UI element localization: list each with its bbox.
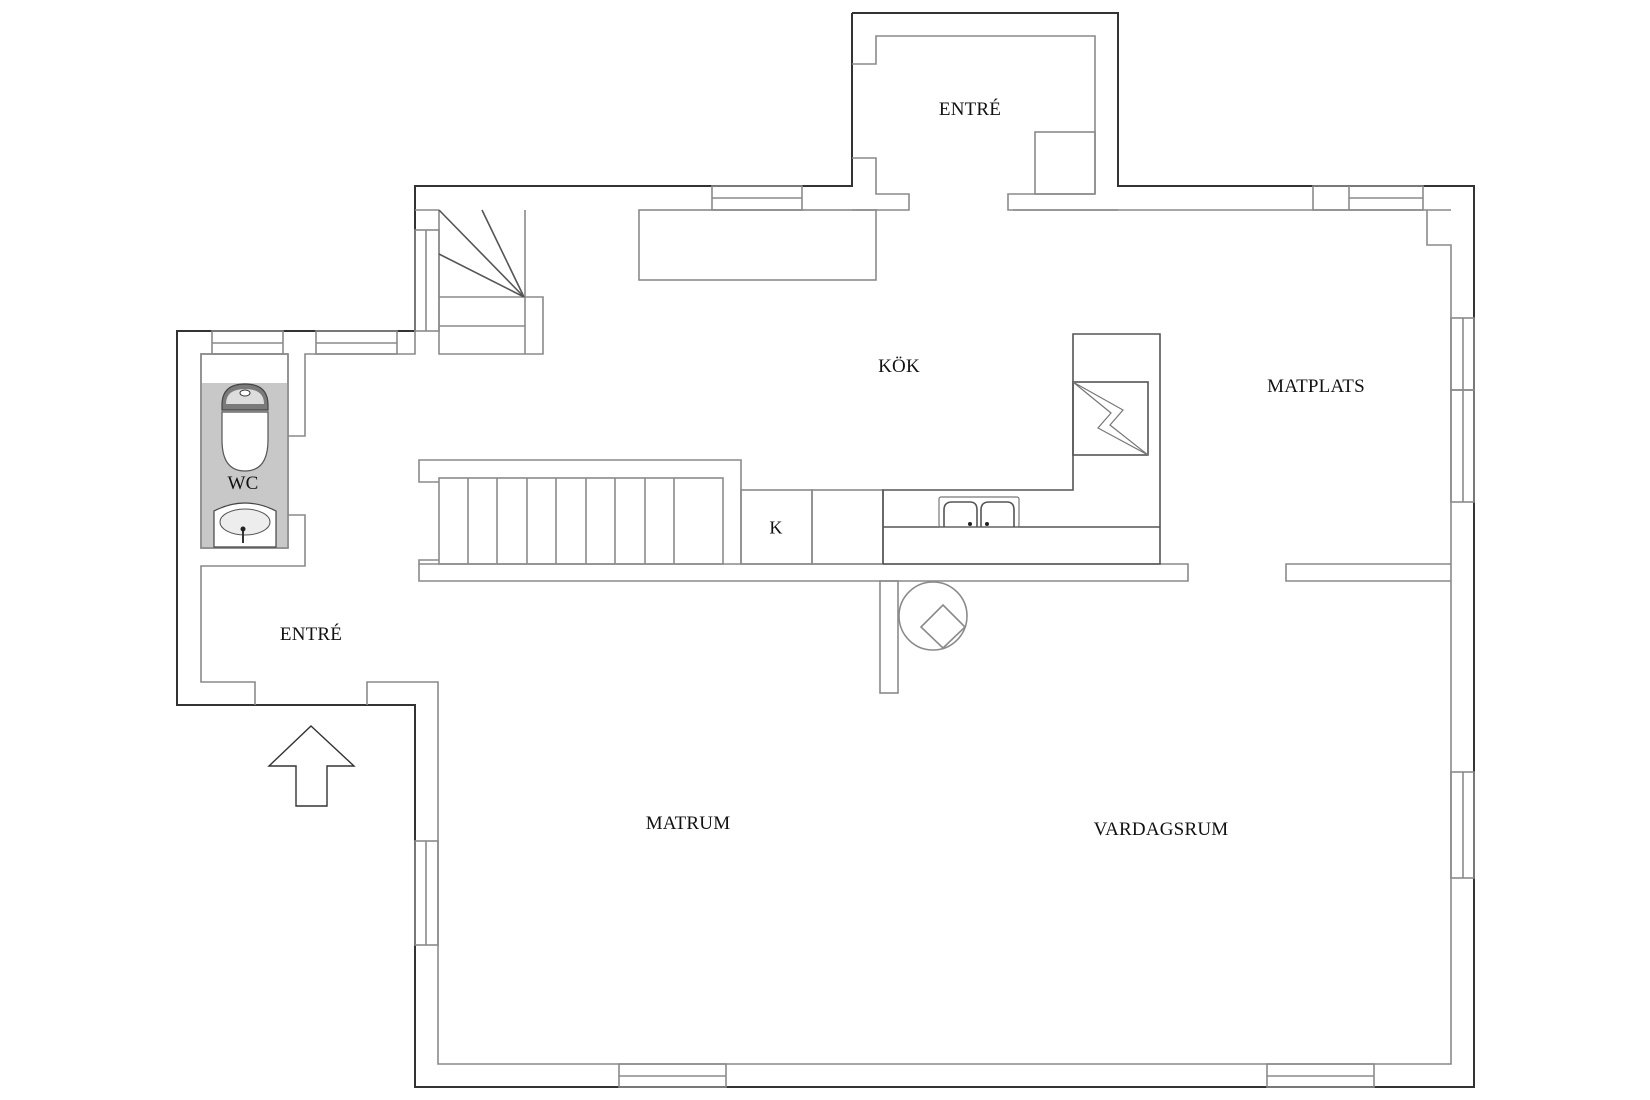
inner-wall-entry-left [200, 514, 306, 705]
window-left-matrum [414, 840, 439, 946]
vestibule-right-jamb [1007, 193, 1118, 211]
kitchen-wall-cabinet [638, 209, 877, 281]
kitchen-counter [882, 333, 1161, 565]
window-top-kitchen [711, 185, 803, 211]
room-label-matplats: MATPLATS [1267, 376, 1365, 397]
inner-wall-right [437, 210, 1452, 1065]
room-label-matrum: MATRUM [645, 813, 731, 834]
vestibule-left-jamb [852, 157, 910, 211]
window-wc-top [211, 330, 284, 355]
washbasin-icon [213, 502, 277, 548]
vestibule-inner-wall [852, 35, 1096, 194]
room-label-wc: WC [227, 473, 259, 494]
window-hall-top [315, 330, 398, 355]
k-cabinet [740, 489, 884, 565]
partition-right [1285, 563, 1451, 582]
fireplace-icon [898, 581, 968, 651]
partition-post [879, 580, 899, 694]
outer-wall [176, 12, 1475, 1088]
room-label-kok: KÖK [878, 356, 920, 377]
window-bottom-matrum [618, 1063, 727, 1088]
winding-staircase [438, 209, 544, 355]
room-label-k: K [769, 517, 783, 538]
vestibule-closet [1034, 131, 1096, 195]
inner-wall-wc-upper [288, 331, 416, 437]
entrance-arrow-icon [267, 725, 356, 807]
inner-wall-entry-right [366, 681, 439, 705]
window-bottom-vardagsrum [1266, 1063, 1375, 1088]
room-label-entre-top: ENTRÉ [938, 99, 1002, 120]
sink-icon [938, 496, 1020, 528]
room-label-vardagsrum: VARDAGSRUM [1093, 819, 1229, 840]
window-stair-side [414, 229, 440, 332]
window-top-right [1312, 185, 1424, 211]
room-label-entre-left: ENTRÉ [279, 624, 343, 645]
toilet-icon [221, 383, 269, 472]
window-right-lower [1450, 771, 1475, 879]
stove-icon [1072, 381, 1149, 456]
window-right-upper [1450, 317, 1475, 503]
